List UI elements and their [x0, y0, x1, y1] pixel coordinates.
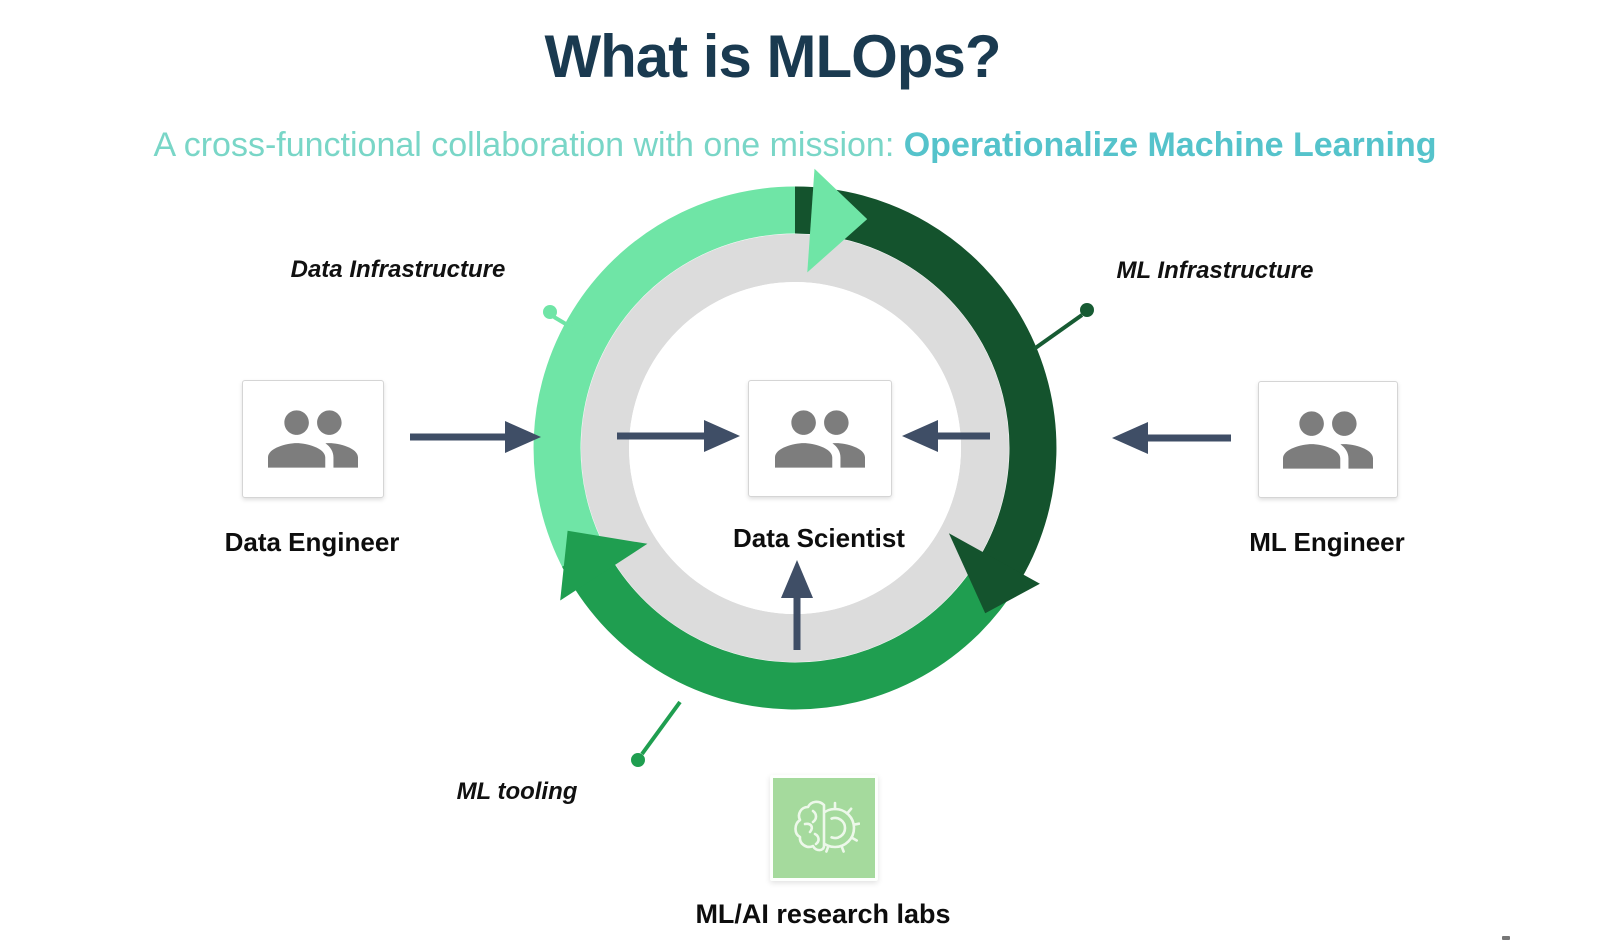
data-engineer-label: Data Engineer	[224, 527, 400, 557]
ml-infrastructure-dot-icon	[1080, 303, 1094, 317]
subtitle-highlight: Operationalize Machine Learning	[903, 126, 1437, 164]
ml-tooling-label: ML tooling	[456, 778, 578, 805]
data-infrastructure-connector	[543, 305, 588, 338]
ml-infrastructure-label: ML Infrastructure	[1116, 257, 1314, 284]
research-labs-box	[770, 775, 878, 881]
people-icon	[268, 410, 358, 468]
people-icon	[1283, 410, 1373, 469]
dark-green-arrowhead-icon	[948, 533, 1040, 614]
arrow-right-outer-head-icon	[1112, 422, 1148, 454]
ml-engineer-label: ML Engineer	[1249, 527, 1405, 557]
data-engineer-box	[242, 380, 384, 498]
ml-engineer-box	[1258, 381, 1398, 498]
brain-gear-icon	[794, 800, 860, 853]
flow-arrows	[410, 420, 1231, 650]
data-infrastructure-label: Data Infrastructure	[290, 256, 506, 283]
arrow-bottom-inner-head-icon	[781, 560, 813, 598]
research-labs-label: ML/AI research labs	[695, 899, 951, 929]
page-title: What is MLOps?	[544, 23, 1002, 90]
arrow-right-inner-head-icon	[902, 420, 938, 452]
data-scientist-label: Data Scientist	[733, 523, 905, 553]
mint-arc	[533, 186, 818, 571]
subtitle-text: A cross-functional collaboration with on…	[153, 126, 904, 164]
people-icon	[775, 409, 865, 468]
arrow-left-inner-head-icon	[704, 420, 740, 452]
data-scientist-box	[748, 380, 892, 497]
arrow-left-outer-head-icon	[505, 421, 541, 453]
page-subtitle: A cross-functional collaboration with on…	[0, 126, 1590, 165]
ml-tooling-connector	[631, 700, 682, 767]
ml-infrastructure-connector	[1032, 303, 1094, 351]
data-infrastructure-dot-icon	[543, 305, 557, 319]
green-arrowhead-icon	[560, 530, 648, 601]
mint-arrowhead-icon	[807, 168, 868, 273]
ml-tooling-dot-icon	[631, 753, 645, 767]
green-arc	[562, 545, 1022, 710]
dark-green-arc	[794, 186, 1057, 587]
bottom-edge-artifact	[1502, 936, 1510, 940]
